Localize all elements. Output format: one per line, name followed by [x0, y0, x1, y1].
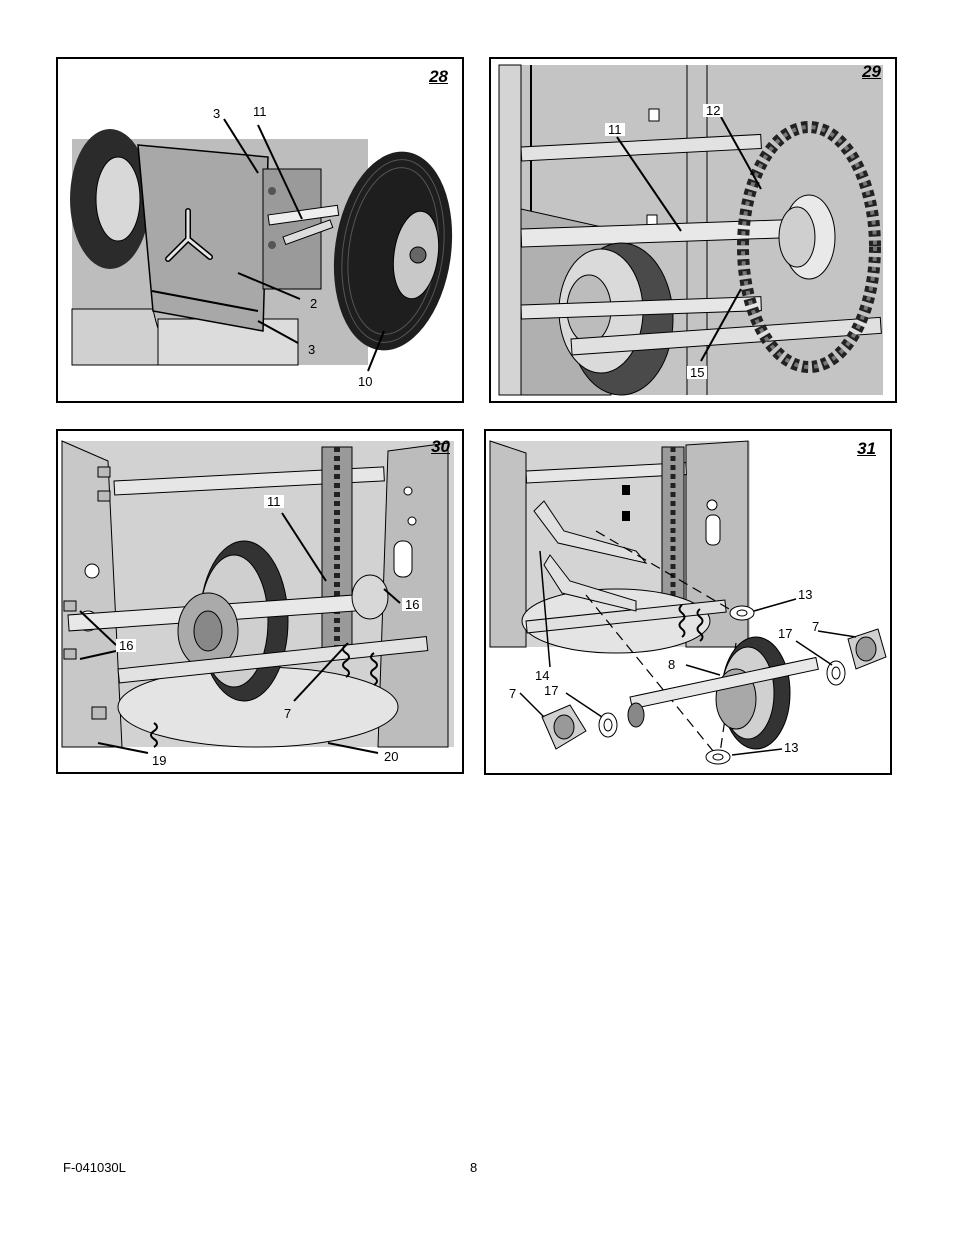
figure-31-panel: 31 13 7 17 8 14 7 17 13	[484, 429, 892, 775]
figure-30-number: 30	[431, 437, 450, 456]
callout-20: 20	[384, 749, 399, 764]
callout-8: 8	[668, 657, 676, 672]
document-code: F-041030L	[63, 1160, 126, 1175]
callout-16-right: 16	[402, 598, 423, 611]
page-number: 8	[470, 1160, 478, 1175]
figure-30-illustration	[61, 440, 454, 754]
figure-29-number: 29	[862, 62, 881, 81]
callout-2: 2	[310, 296, 318, 311]
callout-7-left: 7	[509, 686, 517, 701]
callout-11: 11	[253, 104, 267, 119]
figure-29-illustration	[498, 64, 883, 396]
callout-19: 19	[152, 753, 167, 768]
callout-7: 7	[284, 706, 292, 721]
callout-15: 15	[687, 366, 708, 379]
callout-10: 10	[358, 374, 373, 389]
callout-12: 12	[703, 104, 724, 117]
figure-28-panel: 28 3 11 2 3 10	[56, 57, 464, 403]
callout-11: 11	[264, 495, 284, 508]
callout-16-left: 16	[116, 639, 137, 652]
callout-14: 14	[535, 668, 550, 683]
figure-31-number: 31	[857, 439, 876, 458]
figure-29-panel: 29 12 11 15	[489, 57, 897, 403]
figure-31-illustration	[489, 440, 887, 765]
figure-30-panel: 30 11 16 16 7 19 20	[56, 429, 464, 774]
figure-28-illustration	[70, 118, 453, 372]
callout-3-upper: 3	[213, 106, 221, 121]
callout-3-lower: 3	[308, 342, 316, 357]
callout-17-left: 17	[544, 683, 559, 698]
callout-13-upper: 13	[798, 587, 813, 602]
callout-13-lower: 13	[784, 740, 799, 755]
callout-11: 11	[605, 123, 625, 136]
callout-17-right: 17	[778, 626, 793, 641]
figure-28-number: 28	[429, 67, 448, 86]
callout-7-right: 7	[812, 619, 820, 634]
